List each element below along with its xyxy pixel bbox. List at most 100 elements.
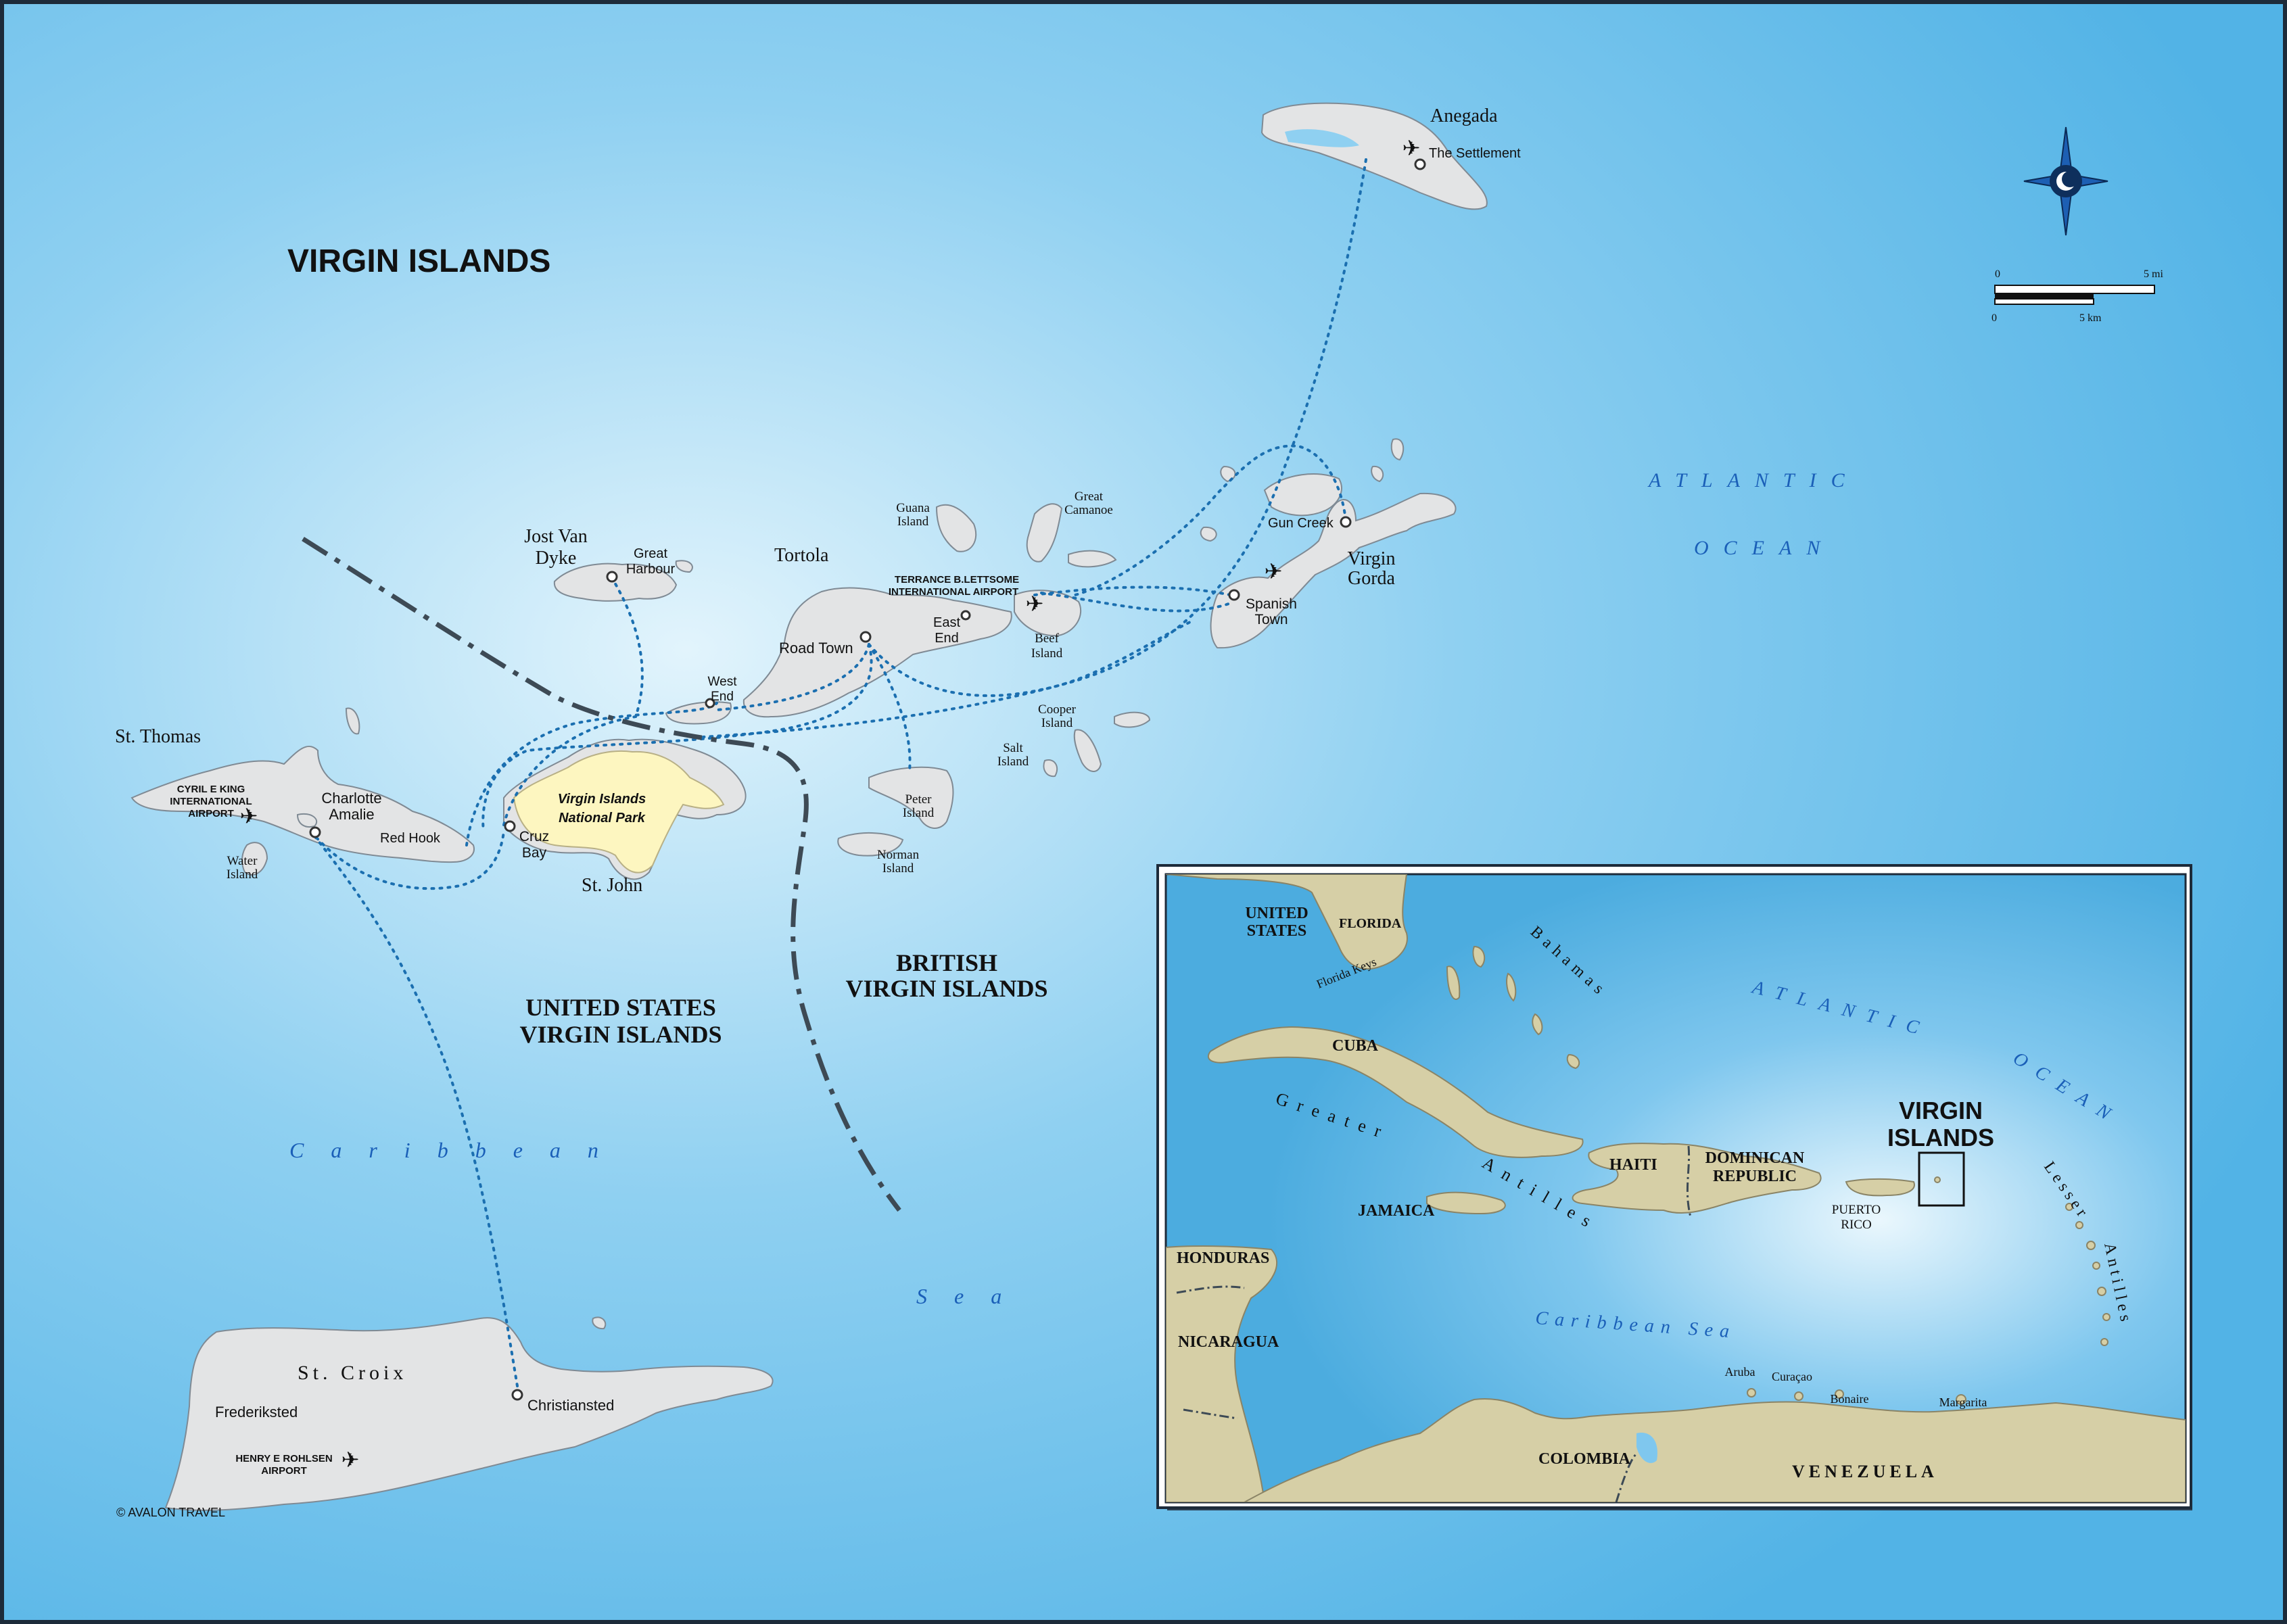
route-cruz-jost	[502, 577, 644, 826]
bvi-label-line1: BRITISH	[896, 949, 997, 976]
tortola-west-spur	[665, 701, 732, 725]
route-road-town-cruz	[481, 643, 873, 833]
st-croix-label: St. Croix	[298, 1362, 407, 1384]
salt-label-1: Salt	[1003, 741, 1023, 755]
inset-curacao	[1794, 1391, 1803, 1401]
spanish-town-label-2: Town	[1254, 612, 1288, 627]
inset-haiti-label: HAITI	[1609, 1156, 1657, 1174]
water-island-label-2: Island	[227, 867, 258, 882]
great-harbour-label-2: Harbour	[626, 562, 676, 577]
virgin-gorda-island	[1210, 492, 1457, 649]
terrance-airport-label-1: TERRANCE B.LETTSOME	[895, 574, 1019, 586]
scrub-island	[1068, 550, 1117, 568]
cyril-airport-label-3: AIRPORT	[188, 808, 234, 819]
the-settlement-marker	[1414, 158, 1426, 170]
east-end-label-2: End	[935, 631, 959, 646]
charlotte-amalie-marker	[309, 826, 321, 838]
inset-bahamas-4	[1532, 1013, 1543, 1036]
ferry-routes	[310, 158, 1367, 1387]
inset-central-america	[1166, 1245, 1278, 1502]
peter-label-1: Peter	[905, 792, 932, 807]
west-end-label-1: West	[708, 675, 738, 689]
inset-lesser-antilles-7	[2100, 1338, 2108, 1346]
national-park-area	[513, 750, 725, 874]
scale-zero-bottom: 0	[1991, 312, 1997, 324]
inset-curacao-label: Curaçao	[1772, 1370, 1812, 1383]
gun-creek-label: Gun Creek	[1268, 516, 1334, 531]
small-bvi-islet-1	[1390, 438, 1405, 461]
inset-cuba-label: CUBA	[1332, 1037, 1379, 1055]
the-settlement-label: The Settlement	[1429, 146, 1521, 161]
norman-island	[837, 832, 904, 857]
anegada-label: Anegada	[1430, 105, 1498, 126]
east-end-label-1: East	[933, 615, 960, 630]
inset-united-states-2: STATES	[1247, 922, 1307, 940]
road-town-marker	[859, 631, 872, 643]
cooper-island	[1073, 729, 1102, 772]
norman-label-1: Norman	[877, 848, 920, 862]
tortola-label: Tortola	[774, 545, 829, 566]
west-end-label-2: End	[711, 690, 734, 704]
anegada-lagoon	[1285, 129, 1359, 147]
inset-map: UNITED STATES FLORIDA Florida Keys Baham…	[1156, 864, 2192, 1510]
inset-colombia-border	[1615, 1452, 1638, 1502]
inset-virgin-islands-label-2: ISLANDS	[1887, 1124, 1994, 1151]
airports: TERRANCE B.LETTSOME INTERNATIONAL AIRPOR…	[170, 136, 1420, 1477]
inset-lesser-antilles-6	[2102, 1313, 2111, 1321]
airplane-icon: ✈	[1265, 559, 1283, 583]
route-anegada	[702, 158, 1367, 738]
territorial-border	[302, 537, 901, 1212]
sea-label: Sea	[916, 1284, 1029, 1308]
guana-label-2: Island	[897, 515, 929, 529]
henry-airport-label-2: AIRPORT	[261, 1465, 307, 1477]
charlotte-amalie-label-1: Charlotte	[321, 790, 381, 807]
inset-jamaica-label: JAMAICA	[1358, 1202, 1435, 1220]
cruz-bay-marker	[504, 820, 516, 832]
peter-island	[868, 766, 954, 829]
st-thomas-island	[131, 746, 475, 863]
inset-puerto-rico	[1845, 1178, 1915, 1197]
inset-aruba-label: Aruba	[1725, 1365, 1755, 1379]
inset-bonaire	[1835, 1389, 1844, 1399]
inset-puerto-rico-label-2: RICO	[1841, 1218, 1871, 1232]
route-road-town-cooper	[868, 621, 1192, 697]
great-camanoe-label-2: Camanoe	[1064, 503, 1113, 517]
great-harbour-marker	[606, 571, 618, 583]
beef-label-2: Island	[1031, 646, 1063, 661]
christiansted-label: Christiansted	[527, 1397, 614, 1414]
henry-airport-label-1: HENRY E ROHLSEN	[235, 1453, 332, 1464]
inset-bonaire-label: Bonaire	[1831, 1392, 1869, 1406]
st-thomas-north-islet	[345, 707, 360, 735]
great-camanoe-island	[1026, 503, 1063, 563]
water-island	[241, 842, 268, 876]
terrance-airport-label-2: INTERNATIONAL AIRPORT	[889, 586, 1018, 598]
beef-island	[1014, 590, 1082, 637]
inset-dominican-label-1: DOMINICAN	[1705, 1149, 1805, 1167]
road-town-label: Road Town	[779, 640, 853, 656]
anegada-island	[1260, 102, 1488, 210]
airplane-icon: ✈	[1402, 136, 1421, 160]
bvi-label-line2: VIRGIN ISLANDS	[845, 975, 1047, 1002]
inset-south-america	[1244, 1398, 2186, 1502]
ocean-label: OCEAN	[1694, 537, 1835, 559]
buck-islet	[592, 1316, 607, 1330]
usvi-label-line2: VIRGIN ISLANDS	[519, 1021, 722, 1048]
jost-van-dyke-label-1: Jost Van	[524, 526, 588, 547]
inset-lesser-antilles-5	[2097, 1287, 2106, 1296]
inset-lesser-antilles-3	[2086, 1241, 2096, 1250]
inset-bahamas-1	[1446, 965, 1461, 1000]
salt-island	[1043, 759, 1058, 778]
charlotte-amalie-label-2: Amalie	[329, 806, 374, 823]
norman-label-2: Island	[882, 861, 914, 876]
spanish-town-label-1: Spanish	[1246, 596, 1297, 612]
cooper-label-2: Island	[1041, 716, 1073, 730]
virgin-gorda-label-1: Virgin	[1348, 548, 1396, 569]
ginger-islet	[1114, 711, 1151, 728]
cooper-label-1: Cooper	[1038, 702, 1077, 717]
inset-cuba	[1207, 1026, 1584, 1158]
frederiksted-label: Frederiksted	[215, 1404, 298, 1420]
inset-lesser-antilles-2	[2075, 1221, 2083, 1229]
st-thomas-label: St. Thomas	[115, 726, 201, 747]
beef-label-1: Beef	[1035, 631, 1060, 646]
